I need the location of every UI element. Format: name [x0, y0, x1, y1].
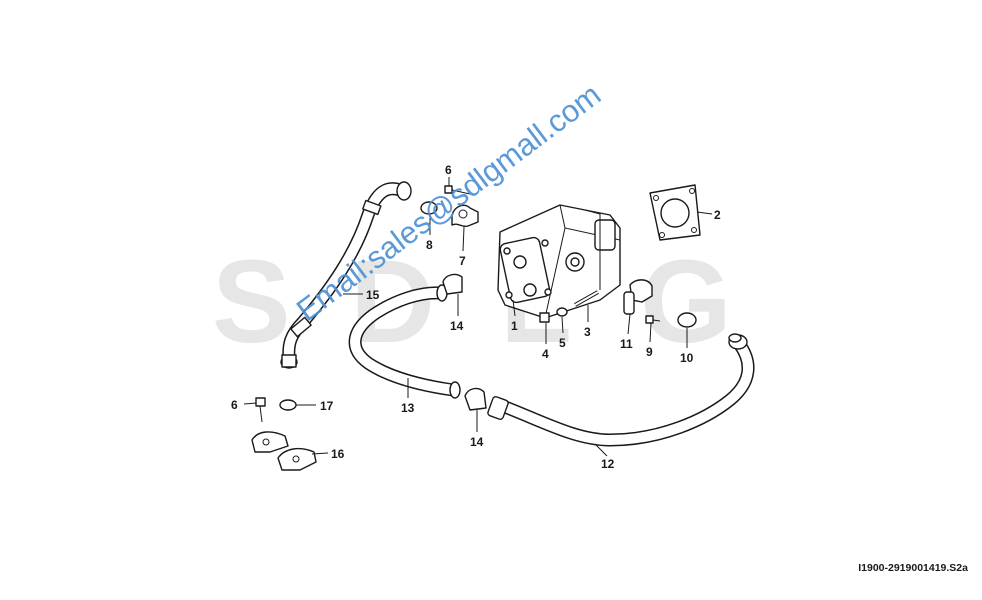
clamp-14-upper — [442, 273, 463, 295]
leader-lines — [243, 177, 713, 457]
callout-14-lower: 14 — [470, 435, 484, 449]
gasket-2 — [649, 184, 701, 241]
callout-6-upper: 6 — [445, 163, 452, 177]
hose-15 — [280, 181, 412, 369]
callout-7: 7 — [459, 254, 466, 268]
callout-4: 4 — [542, 347, 549, 361]
callout-15: 15 — [366, 288, 380, 302]
o-ring-17 — [279, 399, 297, 411]
bolt-4 — [539, 312, 550, 323]
hose-12 — [487, 333, 755, 447]
callout-10: 10 — [680, 351, 694, 365]
callout-8: 8 — [426, 238, 433, 252]
pump-body — [497, 204, 621, 319]
callout-17: 17 — [320, 399, 334, 413]
logo-letter-s: S — [212, 236, 291, 368]
clamp-14-lower — [464, 387, 487, 411]
callout-9: 9 — [646, 345, 653, 359]
callout-2: 2 — [714, 208, 721, 222]
callout-12: 12 — [601, 457, 615, 471]
hose-13 — [348, 284, 461, 399]
clamp-11 — [623, 279, 653, 315]
pin-3 — [574, 290, 599, 307]
callouts: 1 2 3 4 5 6 6 7 8 9 10 11 12 13 14 14 15… — [231, 163, 721, 471]
logo-letter-g: G — [640, 236, 732, 368]
callout-3: 3 — [584, 325, 591, 339]
clamp-7 — [451, 204, 479, 228]
bolt-9 — [645, 315, 661, 324]
callout-11: 11 — [620, 337, 633, 351]
callout-13: 13 — [401, 401, 415, 415]
flange-16 — [251, 431, 317, 471]
callout-16: 16 — [331, 447, 345, 461]
o-ring-10 — [677, 312, 697, 328]
o-ring-8 — [420, 201, 438, 215]
drawing-id: I1900-2919001419.S2a — [858, 562, 968, 574]
washer-5 — [556, 307, 568, 317]
callout-14-upper: 14 — [450, 319, 464, 333]
bolt-6-lower — [255, 397, 266, 423]
callout-5: 5 — [559, 336, 566, 350]
callout-6-lower: 6 — [231, 398, 238, 412]
callout-1: 1 — [511, 319, 518, 333]
